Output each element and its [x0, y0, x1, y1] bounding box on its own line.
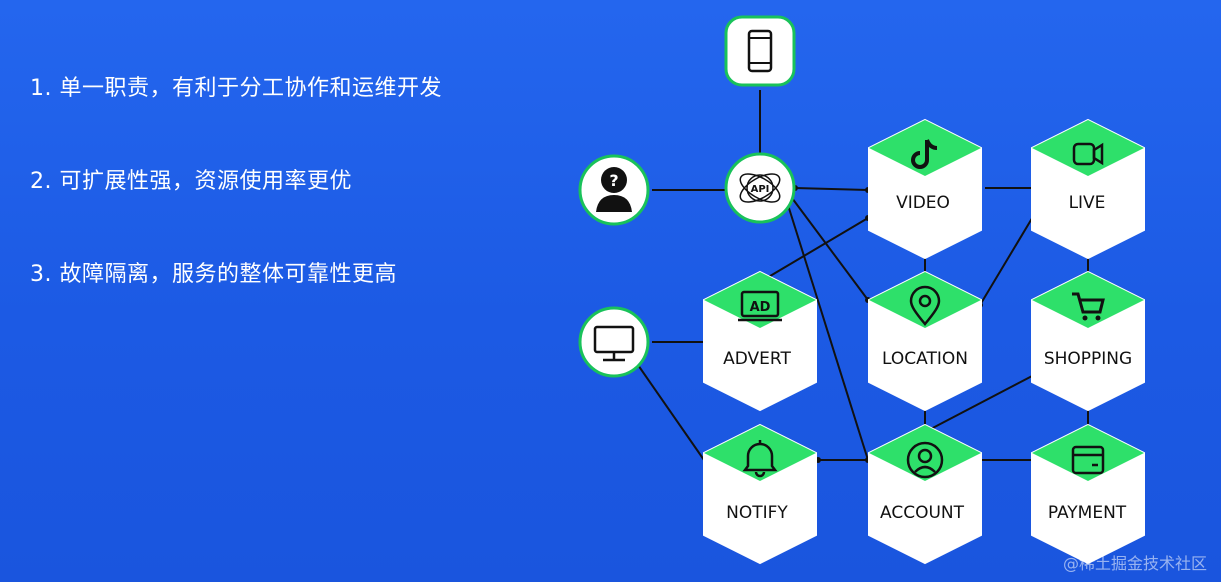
- ad-badge: AD: [750, 300, 771, 315]
- service-label-location: LOCATION: [882, 349, 968, 369]
- account-icon: [906, 441, 944, 479]
- edge-video-advert: [759, 217, 869, 283]
- service-node-live: [1031, 118, 1145, 260]
- monitor-icon: [593, 325, 635, 362]
- edge-api-video: [794, 187, 869, 191]
- service-node-payment: [1031, 423, 1145, 565]
- api-label: API: [751, 184, 770, 195]
- ad-icon: AD: [738, 290, 782, 322]
- service-label-notify: NOTIFY: [726, 503, 788, 523]
- monitor-node: [578, 306, 650, 378]
- service-node-video: [868, 118, 982, 260]
- edge-api-account: [787, 204, 869, 461]
- service-label-advert: ADVERT: [723, 349, 791, 369]
- unknown-user-icon: ?: [596, 167, 632, 212]
- connection-lines: [637, 90, 1089, 461]
- bell-icon: [742, 440, 778, 478]
- edge-account-shopping: [924, 374, 1035, 433]
- service-node-advert: [703, 270, 817, 412]
- service-label-payment: PAYMENT: [1048, 503, 1127, 523]
- point-2: 2. 可扩展性强，资源使用率更优: [30, 169, 352, 194]
- edge-monitor-notify: [637, 364, 705, 461]
- service-node-shopping: [1031, 270, 1145, 412]
- point-1: 1. 单一职责，有利于分工协作和运维开发: [30, 76, 442, 101]
- edge-api-location: [791, 197, 869, 301]
- service-node-account: [868, 423, 982, 565]
- service-node-location: [868, 270, 982, 412]
- tiktok-icon: [911, 139, 938, 169]
- point-3: 3. 故障隔离，服务的整体可靠性更高: [30, 262, 397, 287]
- api-gateway-node: API: [724, 152, 796, 224]
- smartphone-icon: [747, 29, 773, 73]
- edge-location-live: [979, 214, 1035, 306]
- service-label-shopping: SHOPPING: [1044, 349, 1132, 369]
- svg-text:?: ?: [609, 171, 618, 190]
- shopping-cart-icon: [1072, 292, 1105, 321]
- map-pin-icon: [909, 285, 941, 326]
- user-node: ?: [578, 154, 650, 226]
- service-node-notify: [703, 423, 817, 565]
- wallet-icon: [1071, 445, 1105, 475]
- service-label-video: VIDEO: [896, 193, 950, 213]
- video-camera-icon: [1072, 142, 1104, 166]
- watermark: @稀土掘金技术社区: [1062, 554, 1207, 573]
- api-gateway-icon: [739, 173, 781, 203]
- service-label-account: ACCOUNT: [880, 503, 965, 523]
- mobile-node: [724, 15, 796, 87]
- service-label-live: LIVE: [1069, 193, 1106, 213]
